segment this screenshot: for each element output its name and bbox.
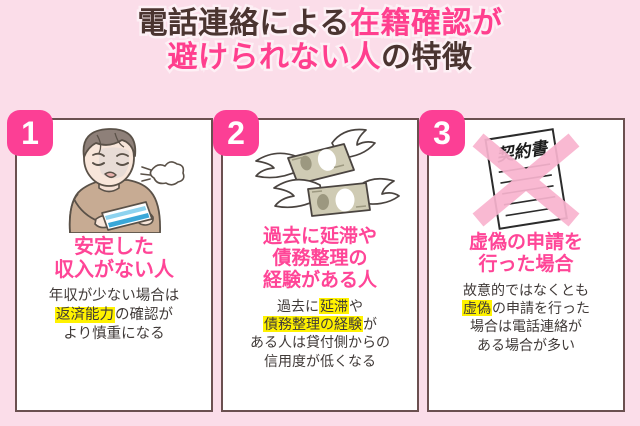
card-3-heading-line-2: 行った場合 [477,253,575,277]
card-1-heading-line-1: 安定した [73,234,156,259]
card-3-heading-line-1: 虚偽の申請を [467,230,584,254]
page-title-line-2: 避けられない人の特徴 [0,39,640,76]
card-3-heading: 虚偽の申請を行った場合 [429,230,623,277]
card-2-heading: 過去に延滞や債務整理の経験がある人 [223,224,417,293]
card-3-number-badge: 3 [419,110,465,156]
card-3-body: 故意的ではなくとも虚偽の申請を行った場合は電話連絡がある場合が多い [429,281,623,354]
body-text: 過去に [277,298,319,315]
worried-man-reading-document-icon [17,126,211,234]
card-2-heading-line-3: 経験がある人 [261,269,378,293]
page-title: 電話連絡による在籍確認が 避けられない人の特徴 [0,5,640,76]
card-1-heading-line-2: 収入がない人 [53,258,176,283]
card-1-body-line-3: より慎重になる [17,325,211,344]
card-1-number-badge: 1 [7,110,53,156]
body-text: の確認が [115,307,173,324]
body-text: 故意的ではなくとも [463,282,589,299]
page-title-line-2-dark: の特徴 [379,39,475,76]
card-2-body-line-4: 信用度が低くなる [223,352,417,370]
card-2-number-badge: 2 [213,110,259,156]
card-3-body-line-3: 場合は電話連絡が [429,317,623,335]
body-text: の申請を行った [492,300,590,317]
highlighted-text: 返済能力 [55,307,115,324]
highlighted-text: 延滞 [319,298,349,315]
page-title-line-1: 電話連絡による在籍確認が [0,5,640,42]
card-3-body-line-1: 故意的ではなくとも [429,281,623,299]
feature-card-2: 2 過去に延滞や債務整理の経験がある人 過去に延 [213,110,419,412]
card-1-heading: 安定した収入がない人 [17,234,211,283]
card-2-body-line-2: 債務整理の経験が [223,315,417,333]
body-text: や [349,298,363,315]
body-text: 信用度が低くなる [264,352,376,369]
card-1-body: 年収が少ない場合は返済能力の確認がより慎重になる [17,287,211,344]
feature-card-3: 3 契約書 虚偽の申請を行った場合 故意的ではなくとも 虚偽の申請を行った場合 [419,110,625,412]
page-title-line-1-dark: 電話連絡による [135,5,352,42]
card-2-body-line-3: ある人は貸付側からの [223,333,417,351]
card-2-heading-line-2: 債務整理の [271,247,369,271]
card-1-body-line-1: 年収が少ない場合は [17,287,211,306]
body-text: ある場合が多い [477,336,575,353]
body-text: が [363,316,377,333]
flying-money-with-wings-icon [223,126,417,224]
card-3-body-line-4: ある場合が多い [429,336,623,354]
body-text: 場合は電話連絡が [470,318,582,335]
page-title-line-1-pink: 在籍確認が [348,5,505,42]
body-text: ある人は貸付側からの [250,334,390,351]
card-1-body-line-2: 返済能力の確認が [17,306,211,325]
feature-cards-row: 1 [0,110,640,418]
contract-document-crossed-out-icon: 契約書 [429,126,623,230]
card-2-body-line-1: 過去に延滞や [223,297,417,315]
highlighted-text: 債務整理の経験 [263,316,363,333]
card-2-heading-line-1: 過去に延滞や [261,224,378,248]
page-title-line-2-pink: 避けられない人 [165,39,383,76]
card-2-body: 過去に延滞や債務整理の経験がある人は貸付側からの信用度が低くなる [223,297,417,370]
highlighted-text: 虚偽 [462,300,492,317]
card-3-body-line-2: 虚偽の申請を行った [429,299,623,317]
body-text: 年収が少ない場合は [48,288,180,305]
feature-card-1: 1 [7,110,213,412]
body-text: より慎重になる [63,326,165,343]
